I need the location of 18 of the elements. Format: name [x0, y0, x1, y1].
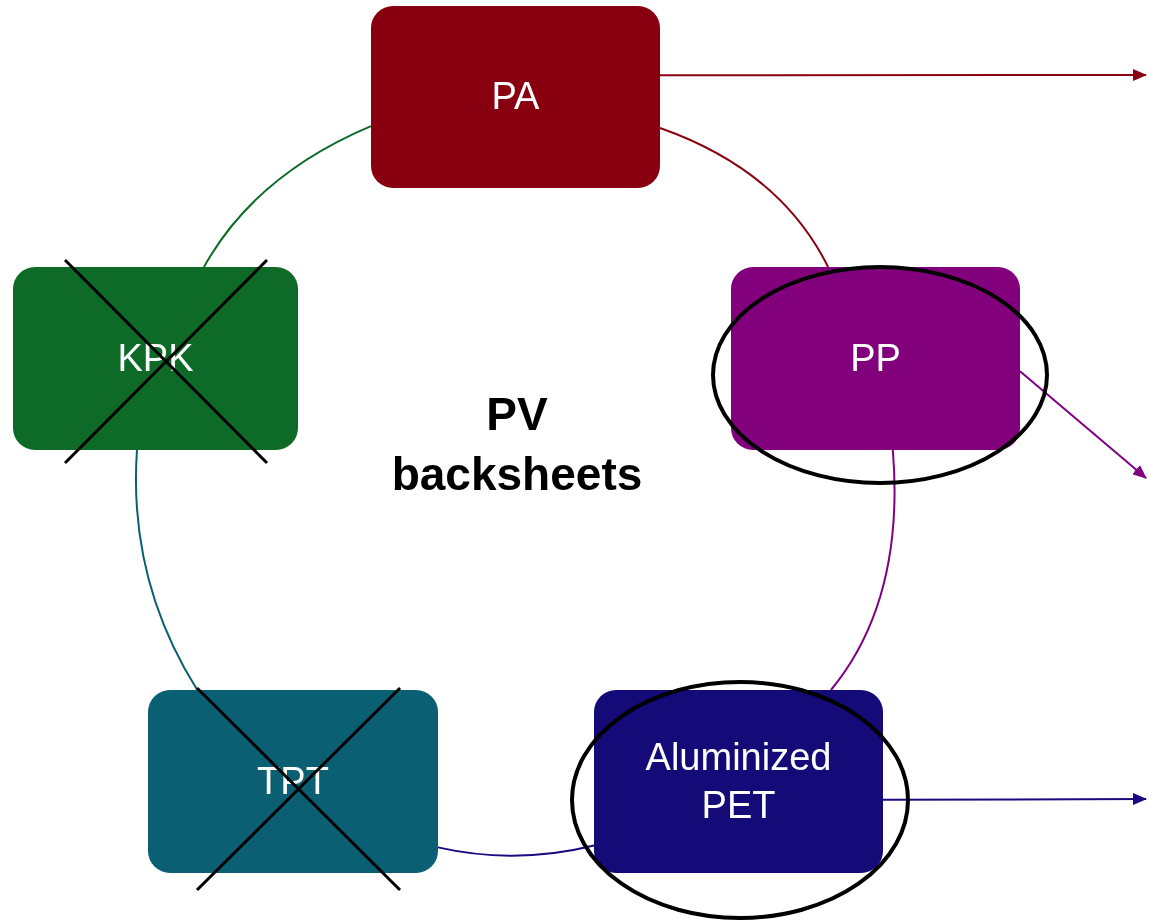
connector-line: [659, 126, 830, 268]
process-box: [594, 690, 883, 873]
arrow: [1019, 370, 1147, 479]
arrow: [659, 69, 1147, 81]
connector-line: [135, 449, 199, 691]
node-label: Aluminized PET: [644, 735, 833, 828]
node-label: PA: [491, 74, 540, 120]
node-label: KPK: [117, 335, 194, 381]
connector-line: [437, 844, 595, 857]
center-title: PV backsheets: [390, 387, 644, 502]
process-box: [731, 267, 1020, 450]
process-box: [371, 6, 660, 188]
connector-line: [202, 125, 372, 268]
arrow: [882, 793, 1147, 806]
node-label: PP: [850, 335, 901, 381]
process-box: [13, 267, 298, 450]
connector-line: [830, 449, 896, 691]
process-box: [148, 690, 438, 873]
